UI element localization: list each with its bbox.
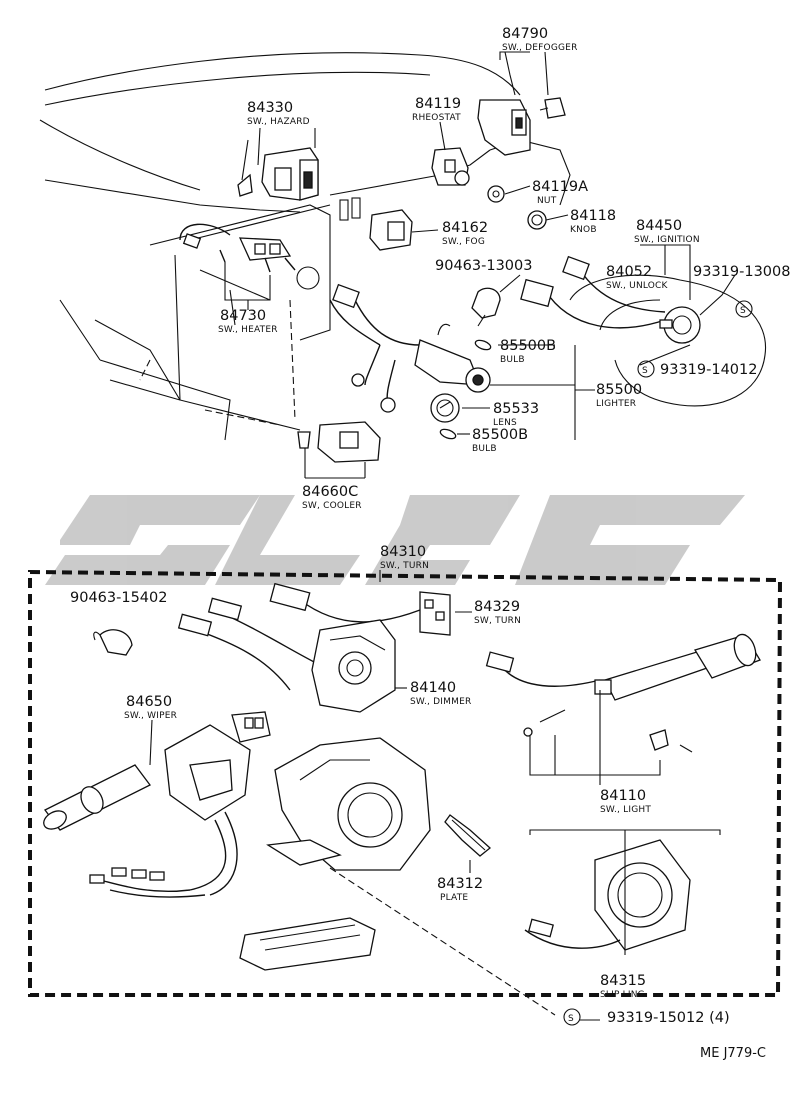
callout-16-label: SW, COOLER (302, 501, 362, 511)
callout-6-number: 84450 (636, 218, 682, 234)
wiper-switch (43, 711, 271, 898)
callout-2-label: RHEOSTAT (412, 113, 461, 123)
callout-4-number: 84162 (442, 220, 488, 236)
light-switch (485, 633, 761, 753)
screw-symbol-3: S (568, 1014, 574, 1024)
combination-switch-frame (28, 569, 783, 997)
callout-8-label: SW., UNLOCK (606, 281, 669, 291)
callout-19-number: 84329 (474, 599, 520, 615)
callout-7-number: 90463-13003 (435, 258, 533, 274)
callout-17-label: SW., TURN (380, 561, 429, 571)
callout-0-number: 84790 (502, 26, 548, 42)
callout-11-number: 85500B (500, 338, 556, 354)
leader-lines-top (139, 51, 736, 479)
callout-21-label: SW., WIPER (124, 711, 177, 721)
callout-18-number: 90463-15402 (70, 590, 168, 606)
callout-13-number: 85500 (596, 382, 642, 398)
callout-15-number: 85500B (472, 427, 528, 443)
callout-25-number: 93319-15012 (4) (607, 1010, 730, 1026)
callout-15-label: BULB (472, 444, 497, 454)
callout-11-label: BULB (500, 355, 525, 365)
plate-part (444, 814, 492, 857)
screw-symbol-1: S (740, 306, 746, 316)
callout-2-number: 84119 (415, 96, 461, 112)
callout-3-number: 84119A (532, 179, 588, 195)
turn-switch-connector (269, 582, 451, 636)
callout-24-label: SLIP LING (600, 990, 645, 1000)
clip-part (471, 287, 501, 327)
cooler-switch (289, 299, 381, 463)
callout-6-label: SW., IGNITION (634, 235, 700, 245)
callout-4-label: SW., FOG (442, 237, 485, 247)
callout-13-label: LIGHTER (596, 399, 636, 409)
callout-14-number: 85533 (493, 401, 539, 417)
turn-switch-housing (266, 737, 431, 871)
callout-5-number: 84118 (570, 208, 616, 224)
callout-8-number: 84052 (606, 264, 652, 280)
defogger-switch (477, 97, 566, 156)
callout-0-label: SW., DEFOGGER (502, 43, 578, 53)
callout-5-label: KNOB (570, 225, 597, 235)
callout-22-number: 84110 (600, 788, 646, 804)
rheostat (431, 147, 470, 186)
knob-part (527, 210, 547, 230)
callout-14-label: LENS (493, 418, 517, 428)
bulb-upper (474, 339, 492, 351)
callout-labels: 84790 SW., DEFOGGER 84330 SW., HAZARD 84… (70, 26, 791, 1026)
callout-1-number: 84330 (247, 100, 293, 116)
nut-part (487, 185, 505, 203)
bulb-lower (439, 428, 457, 440)
drawing-code: ME J779-C (700, 1046, 766, 1061)
callout-24-number: 84315 (600, 973, 646, 989)
cigar-lighter (329, 283, 491, 413)
callout-9-number: 93319-13008 (693, 264, 791, 280)
heater-switch (179, 223, 296, 273)
screw-circle-1 (735, 300, 753, 318)
ignition-switch (520, 255, 767, 407)
callout-23-label: PLATE (440, 893, 468, 903)
callout-23-number: 84312 (437, 876, 483, 892)
screw-circle-2 (637, 360, 655, 378)
connector-block (239, 917, 376, 971)
callout-3-label: NUT (537, 196, 557, 206)
callout-17-number: 84310 (380, 544, 426, 560)
callout-10-number: 84730 (220, 308, 266, 324)
watermark-logo (45, 495, 745, 585)
slip-ring (524, 839, 691, 951)
callout-22-label: SW., LIGHT (600, 805, 651, 815)
fog-switch (369, 209, 413, 251)
callout-19-label: SW, TURN (474, 616, 521, 626)
clip-bottom (93, 629, 133, 656)
callout-12-number: 93319-14012 (660, 362, 758, 378)
screw-circle-3 (563, 1008, 581, 1026)
callout-16-number: 84660C (302, 484, 358, 500)
dimmer-switch (177, 597, 396, 713)
callout-21-number: 84650 (126, 694, 172, 710)
screw-symbol-2: S (642, 366, 648, 376)
lens-part (430, 393, 460, 423)
hazard-switch (237, 147, 319, 201)
callout-1-label: SW., HAZARD (247, 117, 310, 127)
leader-lines-bottom (149, 611, 721, 1021)
callout-10-label: SW., HEATER (218, 325, 278, 335)
callout-20-label: SW., DIMMER (410, 697, 471, 707)
callout-20-number: 84140 (410, 680, 456, 696)
